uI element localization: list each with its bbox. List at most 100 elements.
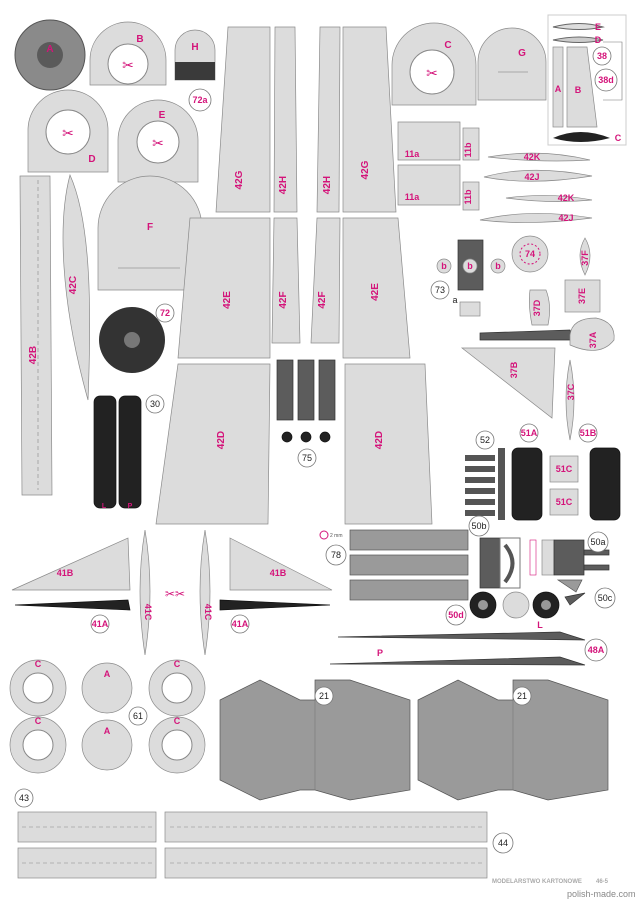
label-50b: 50b	[471, 521, 486, 531]
label-42E-2: 42E	[370, 283, 381, 301]
part-74: 74	[511, 235, 549, 273]
label-P-2: P	[377, 648, 383, 658]
label-37F: 37F	[580, 250, 590, 266]
label-11b-2: 11b	[463, 189, 473, 205]
label-42E: 42E	[222, 291, 233, 309]
label-37B: 37B	[509, 361, 519, 378]
label-51A: 51A	[521, 428, 538, 438]
label-42C: 42C	[68, 276, 79, 294]
label-A: A	[46, 44, 53, 55]
scissors-icon: ✂	[122, 57, 134, 73]
scissors-icon: ✂	[426, 65, 438, 81]
part-B-bulkhead: B ✂	[89, 21, 167, 86]
label-F: F	[147, 222, 153, 233]
label-61A-2: A	[104, 726, 111, 736]
wing-panels-center: 42G 42H 42H 42G 42E 42F 42F 42E 42D 42D	[155, 26, 433, 525]
label-52: 52	[480, 435, 490, 445]
parts-52-51: 52 51C 51C 51A 51B	[465, 423, 621, 521]
label-42D: 42D	[216, 431, 227, 449]
label-a: a	[452, 295, 457, 305]
label-41C-2: 41C	[203, 604, 213, 621]
parts-48A: P 48A	[329, 631, 608, 666]
label-50c: 50c	[598, 593, 613, 603]
label-11a: 11a	[405, 149, 421, 159]
label-38D: D	[595, 35, 602, 45]
label-42F: 42F	[278, 291, 289, 308]
label-42G-2: 42G	[360, 160, 371, 179]
part-42B: 42B	[19, 175, 53, 496]
part-75-wheels: 75	[276, 359, 336, 468]
parts-11: 11a 11b 11a 11b	[397, 121, 480, 211]
footer-brand: MODELARSTWO KARTONOWE	[492, 879, 582, 885]
label-42K: 42K	[524, 152, 541, 162]
label-78: 78	[331, 550, 341, 560]
label-50d: 50d	[448, 610, 464, 620]
label-41B: 41B	[57, 568, 74, 578]
part-73: b b b 73 a	[430, 239, 506, 317]
part-72-wheel: 72	[99, 303, 175, 373]
label-b: b	[441, 261, 447, 271]
label-37C: 37C	[566, 383, 576, 400]
label-21-2: 21	[517, 691, 527, 701]
part-F-bulkhead: F	[97, 175, 203, 291]
part-A-disc: A	[14, 19, 86, 91]
label-41A: 41A	[92, 619, 109, 629]
label-42D-2: 42D	[374, 431, 385, 449]
label-38: 38	[597, 51, 607, 61]
label-42J-2: 42J	[558, 213, 573, 223]
label-38C: C	[615, 133, 622, 143]
parts-50: 50b 50a 50c 50d L	[445, 515, 616, 630]
label-H: H	[191, 42, 198, 53]
label-51C: 51C	[556, 464, 573, 474]
label-42B: 42B	[28, 346, 39, 364]
parts-37: 37F 37D 37E 37A 37B 37C	[460, 237, 615, 441]
label-B: B	[136, 34, 143, 45]
label-61C-4: C	[174, 716, 181, 726]
label-37D: 37D	[532, 299, 542, 316]
footer-code: 46-5	[596, 879, 609, 885]
label-75: 75	[302, 453, 312, 463]
label-11b: 11b	[463, 142, 473, 158]
part-30-tires: 30 L P	[93, 394, 165, 510]
label-42K-2: 42K	[558, 193, 575, 203]
label-72a: 72a	[192, 95, 208, 105]
label-48A: 48A	[588, 645, 605, 655]
part-42C: 42C	[62, 173, 91, 401]
part-G-bulkhead: G	[477, 27, 547, 101]
label-P: P	[128, 503, 133, 510]
label-42H: 42H	[278, 176, 289, 194]
part-D-bulkhead: ✂ D	[27, 89, 109, 173]
part-C-bulkhead: ✂ C	[391, 22, 477, 106]
label-43: 43	[19, 793, 29, 803]
label-38B: B	[575, 85, 582, 95]
label-73: 73	[435, 285, 445, 295]
scissors-icon: ✂✂	[165, 587, 185, 601]
label-51C-2: 51C	[556, 497, 573, 507]
label-L: L	[102, 503, 107, 510]
label-42J: 42J	[524, 172, 539, 182]
scissors-icon: ✂	[152, 135, 164, 151]
label-38E: E	[595, 22, 601, 32]
parts-43-44: 43 44	[14, 788, 514, 879]
label-61A: A	[104, 669, 111, 679]
parts-38-box: E D A B 38 38d C	[547, 14, 627, 146]
parts-21: 21 21	[219, 679, 609, 801]
label-11a-2: 11a	[405, 192, 421, 202]
part-H: H	[174, 29, 216, 81]
scissors-icon: ✂	[62, 125, 74, 141]
label-b-2: b	[467, 261, 473, 271]
part-E-bulkhead: ✂ E	[117, 99, 199, 183]
label-51B: 51B	[580, 428, 597, 438]
footer-url: polish-made.com	[567, 889, 636, 899]
label-74: 74	[525, 249, 535, 259]
label-61C-3: C	[35, 716, 42, 726]
label-61C: C	[35, 659, 42, 669]
label-42F-2: 42F	[317, 291, 328, 308]
label-C: C	[444, 40, 451, 51]
parts-61-discs: C A C C A C 61	[9, 659, 206, 774]
label-61C-2: C	[174, 659, 181, 669]
label-37A: 37A	[588, 331, 598, 348]
label-37E: 37E	[577, 288, 587, 304]
label-41B-2: 41B	[270, 568, 287, 578]
